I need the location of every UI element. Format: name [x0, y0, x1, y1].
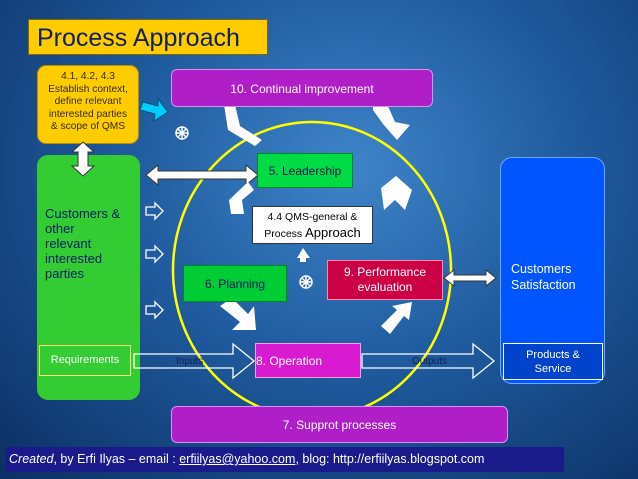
clause-line: interested parties: [48, 108, 128, 120]
clause-line: define relevant: [54, 96, 122, 107]
customers-line: Customers &: [45, 206, 121, 221]
clause-line: Establish context,: [48, 83, 128, 95]
outputs-arrow: [361, 342, 496, 380]
operation-box: 8. Operation: [255, 343, 361, 378]
cyan-arrow: [139, 97, 169, 123]
products-service-box: Products & Service: [503, 343, 603, 380]
double-horizontal-arrow: [443, 268, 497, 288]
performance-line: evaluation: [357, 280, 413, 294]
cs-line: Satisfaction: [511, 278, 576, 292]
inputs-label: Inputs: [176, 356, 204, 367]
footer-credit: Created, by Erfi Ilyas – email : erfiily…: [6, 447, 564, 472]
cycle-icon: [175, 126, 189, 140]
qms-process-text: Process: [264, 228, 306, 240]
customers-line: other: [45, 221, 75, 236]
customers-line: relevant: [45, 236, 92, 251]
products-line: Service: [534, 363, 572, 375]
qms-approach-text: Approach: [305, 225, 361, 240]
clause-line: & scope of QMS: [50, 121, 126, 132]
context-clause-box: 4.1, 4.2, 4.3 Establish context, define …: [37, 65, 139, 144]
cycle-icon: [299, 275, 313, 289]
customers-line: parties: [45, 266, 85, 281]
leadership-box: 5. Leadership: [257, 153, 353, 188]
performance-evaluation-box: 9. Performance evaluation: [327, 260, 443, 300]
footer-email-link[interactable]: erfiilyas@yahoo.com: [179, 452, 296, 466]
inputs-arrow: [133, 342, 256, 380]
footer-author: , by Erfi Ilyas – email :: [53, 452, 180, 466]
footer-created: Created: [9, 452, 54, 466]
clause-line: 4.1, 4.2, 4.3: [61, 71, 115, 82]
continual-improvement-box: 10. Continual improvement: [171, 69, 433, 107]
products-line: Products &: [526, 349, 580, 361]
customers-line: interested: [45, 251, 103, 266]
double-vertical-arrow: [70, 141, 96, 177]
planning-box: 6. Planning: [183, 265, 287, 302]
footer-blog: , blog: http://erfiilyas.blogspot.com: [295, 452, 485, 466]
small-input-arrow: [145, 201, 164, 320]
cs-line: Customers: [511, 262, 572, 276]
customer-satisfaction-label: Customers Satisfaction: [511, 261, 601, 293]
requirements-box: Requirements: [39, 345, 131, 376]
double-horizontal-arrow: [145, 163, 259, 187]
qms-process-approach-box: 4.4 QMS-general & Process Approach: [252, 206, 373, 244]
customers-label: Customers & other relevant interested pa…: [45, 206, 137, 281]
support-processes-box: 7. Supprot processes: [171, 406, 508, 443]
performance-line: 9. Performance: [343, 265, 427, 279]
qms-line: 4.4 QMS-general &: [267, 211, 358, 223]
qms-line: Process Approach: [253, 225, 372, 242]
page-title: Process Approach: [28, 19, 268, 55]
outputs-label: Outputs: [412, 356, 448, 367]
